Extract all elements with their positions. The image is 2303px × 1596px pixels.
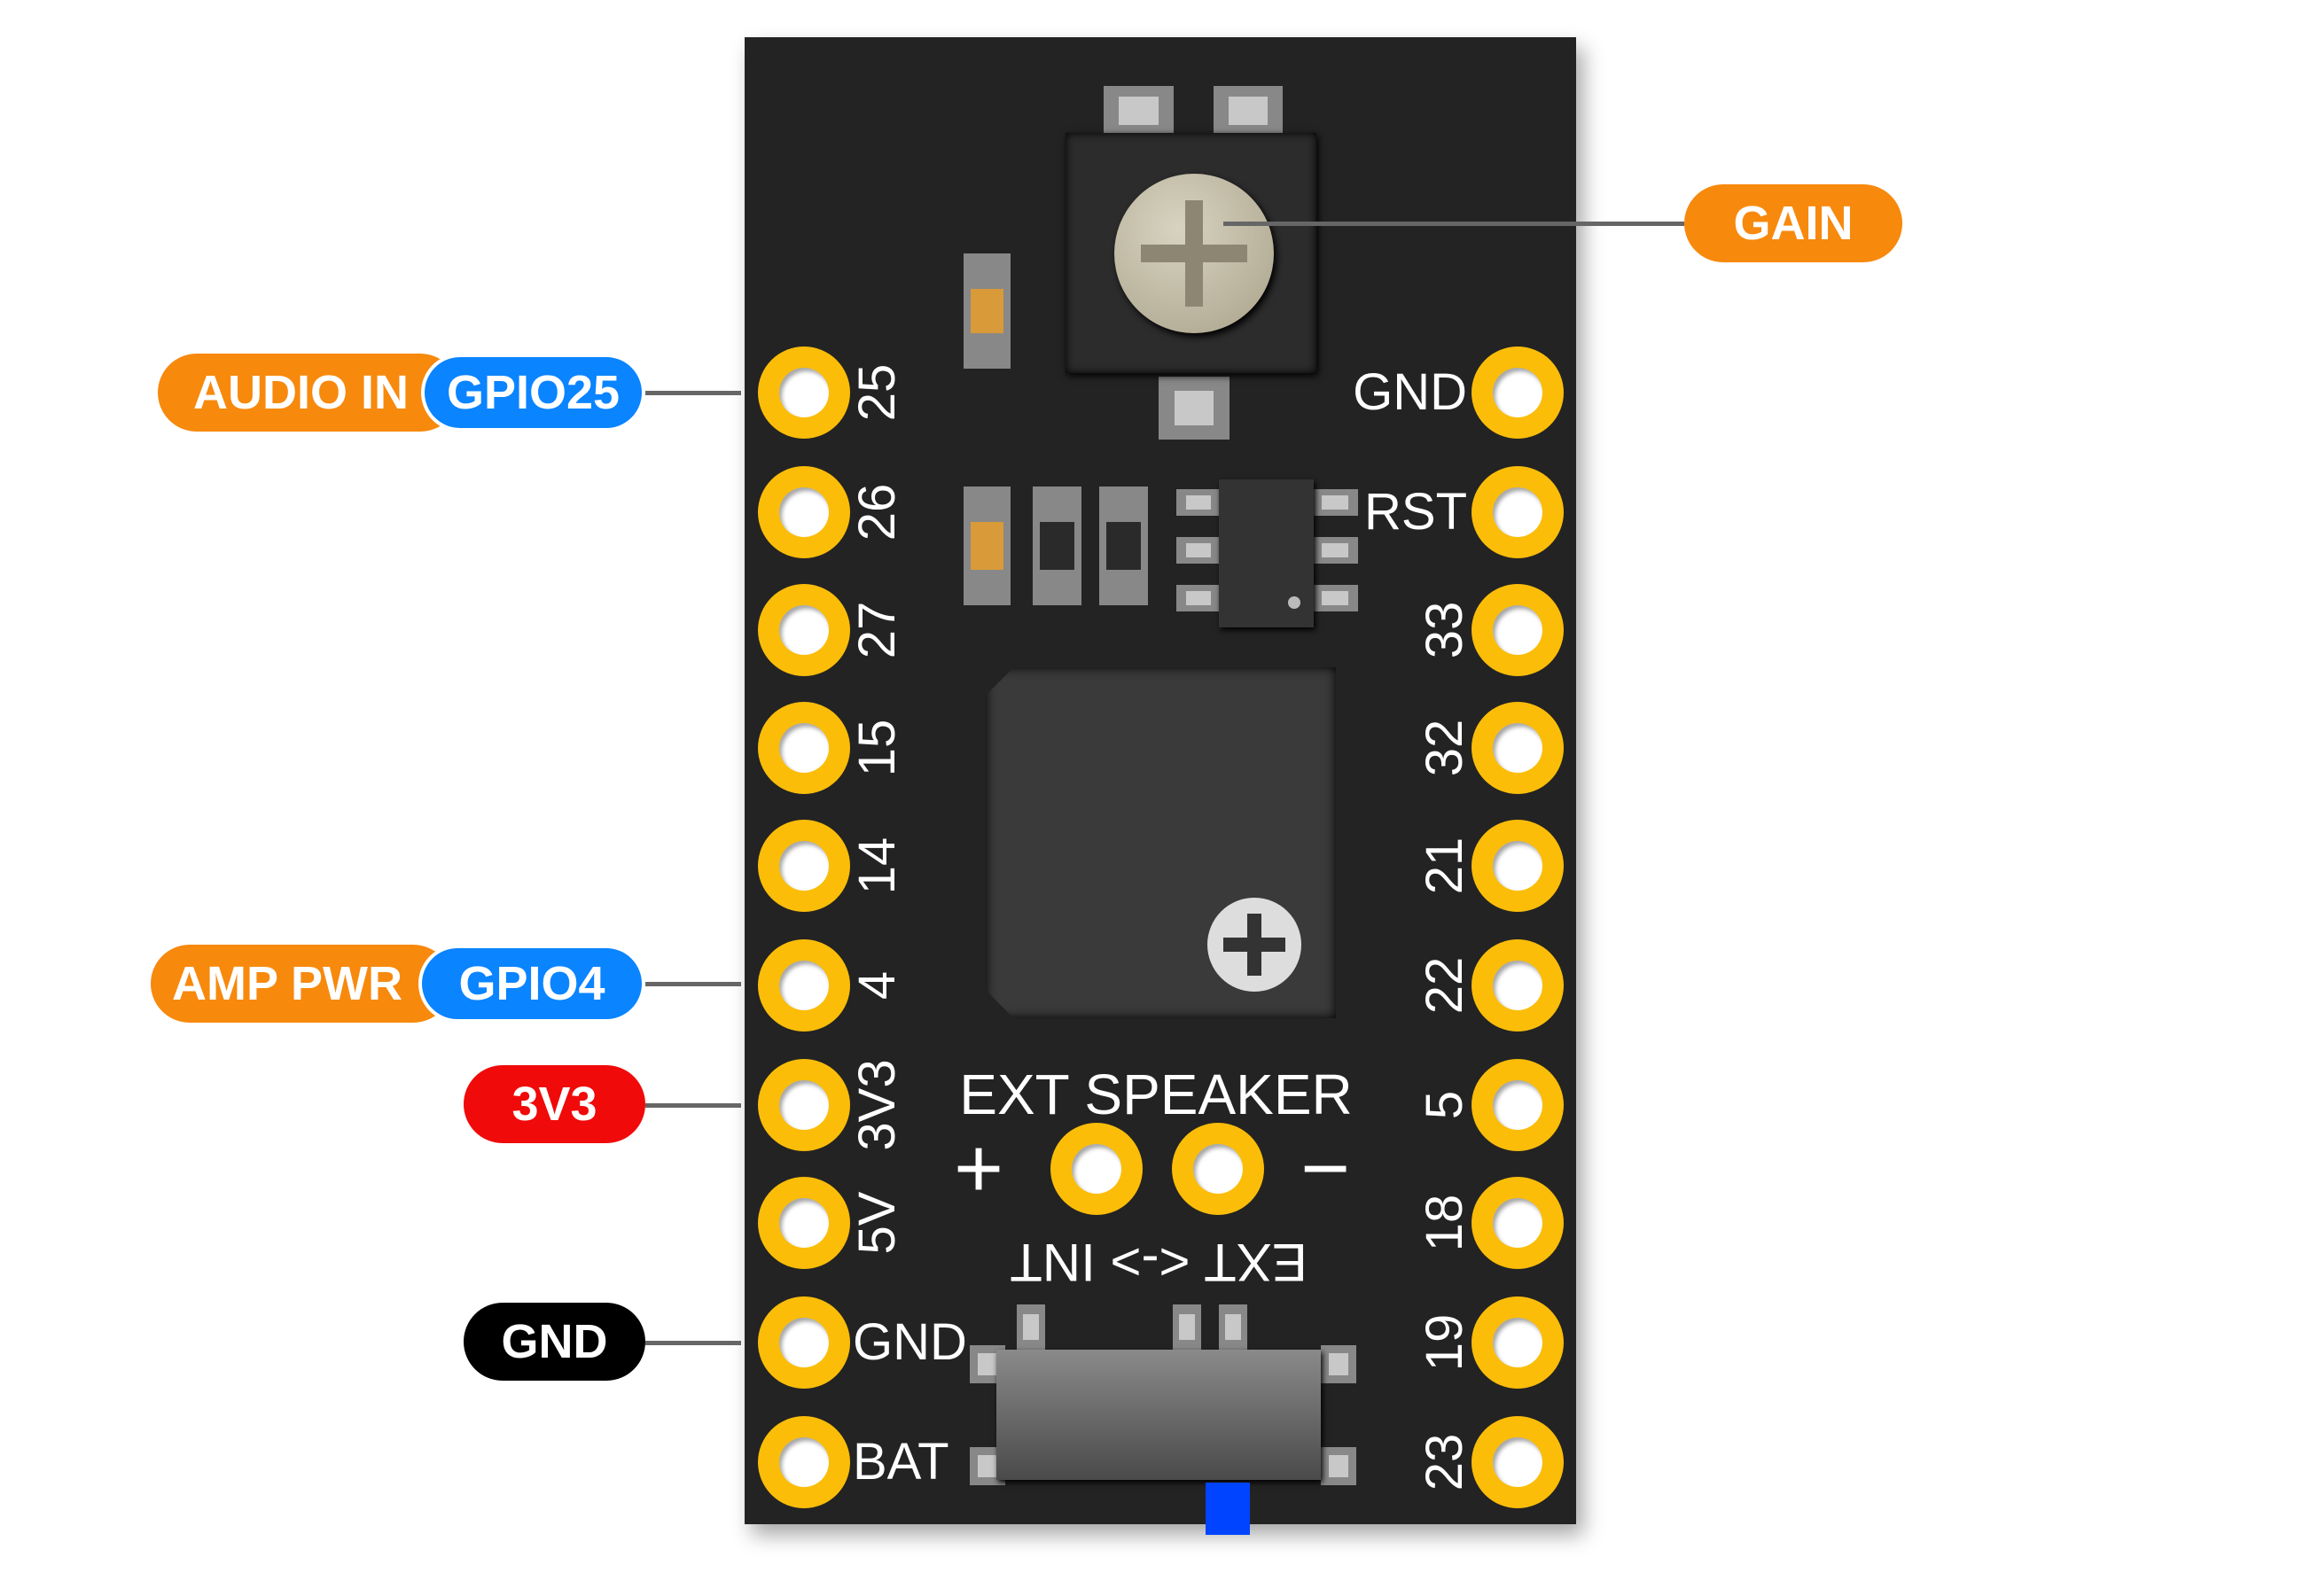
right-pin-label: 5	[1416, 1090, 1473, 1120]
right-pin-label: 18	[1416, 1194, 1473, 1252]
left-pin[interactable]	[758, 702, 850, 794]
left-pin-label: 3V3	[848, 1059, 906, 1151]
right-pin-label: 19	[1416, 1313, 1473, 1372]
right-pin[interactable]	[1472, 584, 1564, 676]
pot-knob-icon[interactable]	[1114, 174, 1274, 333]
left-pin-label: 27	[848, 601, 906, 659]
right-pin[interactable]	[1472, 939, 1564, 1032]
ic-pin	[1312, 585, 1358, 611]
right-pin-label: 23	[1416, 1433, 1473, 1491]
right-pin[interactable]	[1472, 466, 1564, 558]
right-pin-label: 33	[1416, 601, 1473, 659]
gpio25-tag: GPIO25	[421, 354, 645, 432]
left-pin[interactable]	[758, 346, 850, 439]
speaker-plus-label: +	[953, 1121, 1004, 1216]
right-pin-label: RST	[1364, 483, 1467, 541]
right-pin-label: 21	[1416, 837, 1473, 895]
right-pin[interactable]	[1472, 1296, 1564, 1389]
left-pin-label: 26	[848, 483, 906, 541]
ic-pin	[1176, 489, 1221, 516]
plus-icon	[1207, 898, 1301, 992]
pot-pad	[1104, 86, 1174, 136]
ic-pin	[1312, 489, 1358, 516]
pot-pad	[1159, 377, 1230, 440]
switch-slider-tab[interactable]	[1206, 1483, 1250, 1535]
gnd-tag: GND	[464, 1303, 645, 1381]
right-pin[interactable]	[1472, 820, 1564, 912]
left-pin-label: GND	[853, 1313, 967, 1371]
ext-speaker-minus-pad[interactable]	[1172, 1123, 1264, 1215]
left-pin-label: 25	[848, 363, 906, 422]
pot-pad	[1214, 86, 1283, 136]
ext-speaker-label: EXT SPEAKER	[959, 1063, 1353, 1126]
capacitor	[964, 253, 1011, 369]
amp-pwr-tag: AMP PWR	[151, 945, 452, 1023]
left-pin[interactable]	[758, 1059, 850, 1151]
ext-speaker-plus-pad[interactable]	[1050, 1123, 1143, 1215]
right-pin[interactable]	[1472, 1059, 1564, 1151]
ic-pin	[1312, 537, 1358, 564]
speaker-minus-label: −	[1300, 1121, 1351, 1216]
3v3-tag: 3V3	[464, 1065, 645, 1143]
right-pin-label: 32	[1416, 719, 1473, 777]
ic-pin	[1176, 537, 1221, 564]
gpio4-tag: GPIO4	[418, 945, 645, 1023]
capacitor	[964, 487, 1011, 605]
ext-int-switch[interactable]	[996, 1350, 1321, 1480]
resistor	[1099, 487, 1148, 605]
left-pin[interactable]	[758, 1296, 850, 1389]
gain-tag: GAIN	[1684, 184, 1902, 262]
left-pin-label: 5V	[848, 1191, 906, 1255]
right-pin[interactable]	[1472, 702, 1564, 794]
audio-in-tag: AUDIO IN	[158, 354, 459, 432]
left-pin-label: 14	[848, 837, 906, 895]
right-pin-label: 22	[1416, 956, 1473, 1015]
left-pin-label: 15	[848, 719, 906, 777]
right-pin[interactable]	[1472, 346, 1564, 439]
left-pin[interactable]	[758, 1416, 850, 1508]
left-pin[interactable]	[758, 466, 850, 558]
left-pin[interactable]	[758, 1177, 850, 1269]
left-pin[interactable]	[758, 820, 850, 912]
left-pin[interactable]	[758, 939, 850, 1032]
switch-label: EXT <-> INT	[1010, 1233, 1308, 1292]
left-pin-label: 4	[848, 970, 906, 1000]
right-pin[interactable]	[1472, 1416, 1564, 1508]
resistor	[1033, 487, 1081, 605]
ic-pin	[1176, 585, 1221, 611]
right-pin-label: GND	[1353, 363, 1467, 421]
left-pin[interactable]	[758, 584, 850, 676]
right-pin[interactable]	[1472, 1177, 1564, 1269]
left-pin-label: BAT	[853, 1433, 949, 1491]
amplifier-ic	[1219, 479, 1314, 627]
